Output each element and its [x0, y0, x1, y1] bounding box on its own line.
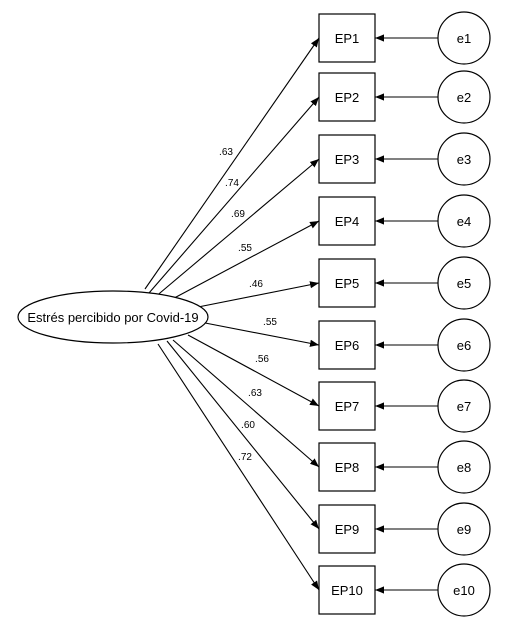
indicator-1: EP1 [318, 13, 376, 63]
indicator-2: EP2 [318, 72, 376, 122]
error-circle [437, 11, 491, 65]
error-9: e9 [437, 502, 491, 556]
indicator-label: EP6 [335, 338, 360, 353]
indicator-label: EP3 [335, 152, 360, 167]
loading-label-2: .74 [225, 178, 239, 189]
error-label: e2 [457, 90, 471, 105]
error-circle [437, 70, 491, 124]
loading-arrow-7 [187, 334, 320, 407]
indicator-box [318, 320, 376, 370]
error-label: e3 [457, 152, 471, 167]
latent-factor: Estrés percibido por Covid-19 [17, 290, 209, 344]
loading-label-4: .55 [238, 243, 252, 254]
loading-arrow-3 [153, 158, 320, 299]
error-label: e4 [457, 214, 471, 229]
error-circle [437, 132, 491, 186]
indicator-box [318, 381, 376, 431]
loading-arrow-4 [162, 220, 320, 305]
loading-arrow-9 [166, 340, 320, 530]
loading-label-10: .72 [238, 452, 252, 463]
indicator-box [318, 442, 376, 492]
error-paths [375, 34, 438, 594]
loading-arrow-5 [177, 281, 320, 312]
indicator-6: EP6 [318, 320, 376, 370]
indicator-3: EP3 [318, 134, 376, 184]
indicator-label: EP9 [335, 522, 360, 537]
error-1: e1 [437, 11, 491, 65]
indicator-label: EP2 [335, 90, 360, 105]
indicator-box [318, 72, 376, 122]
indicator-label: EP8 [335, 460, 360, 475]
error-circle [437, 379, 491, 433]
indicator-label: EP10 [331, 583, 363, 598]
error-circle [437, 256, 491, 310]
error-8: e8 [437, 440, 491, 494]
indicator-box [318, 134, 376, 184]
indicator-box [318, 13, 376, 63]
error-circle [437, 318, 491, 372]
indicator-box [318, 258, 376, 308]
loading-label-3: .69 [231, 209, 245, 220]
indicator-box [318, 196, 376, 246]
error-circle [437, 502, 491, 556]
error-label: e8 [457, 460, 471, 475]
error-2: e2 [437, 70, 491, 124]
indicator-box [318, 504, 376, 554]
loading-label-8: .63 [248, 388, 262, 399]
indicator-label: EP5 [335, 276, 360, 291]
loading-label-1: .63 [219, 147, 233, 158]
loading-arrow-2 [148, 96, 320, 294]
indicator-9: EP9 [318, 504, 376, 554]
loading-label-5: .46 [249, 279, 263, 290]
loading-label-6: .55 [263, 317, 277, 328]
loading-paths: .63 .74 .69 .55 .46 .55 .56 .63 .60 .72 [144, 37, 320, 591]
indicator-5: EP5 [318, 258, 376, 308]
error-label: e7 [457, 399, 471, 414]
error-4: e4 [437, 194, 491, 248]
error-7: e7 [437, 379, 491, 433]
loading-label-9: .60 [241, 420, 255, 431]
error-5: e5 [437, 256, 491, 310]
indicator-label: EP4 [335, 214, 360, 229]
indicator-label: EP7 [335, 399, 360, 414]
indicator-4: EP4 [318, 196, 376, 246]
indicator-box [318, 565, 376, 615]
indicator-7: EP7 [318, 381, 376, 431]
error-label: e10 [453, 583, 475, 598]
latent-ellipse [17, 290, 209, 344]
error-6: e6 [437, 318, 491, 372]
indicator-8: EP8 [318, 442, 376, 492]
loading-label-7: .56 [255, 354, 269, 365]
loading-arrow-6 [199, 321, 320, 347]
latent-label: Estrés percibido por Covid-19 [27, 310, 198, 325]
error-10: e10 [437, 563, 491, 617]
indicator-10: EP10 [318, 565, 376, 615]
error-circle [437, 440, 491, 494]
error-label: e9 [457, 522, 471, 537]
error-3: e3 [437, 132, 491, 186]
error-circle [437, 194, 491, 248]
error-label: e1 [457, 31, 471, 46]
indicator-label: EP1 [335, 31, 360, 46]
error-label: e5 [457, 276, 471, 291]
loading-arrow-1 [144, 37, 320, 290]
error-circle [437, 563, 491, 617]
error-label: e6 [457, 338, 471, 353]
loading-arrow-8 [172, 339, 320, 468]
loading-arrow-10 [157, 343, 320, 591]
